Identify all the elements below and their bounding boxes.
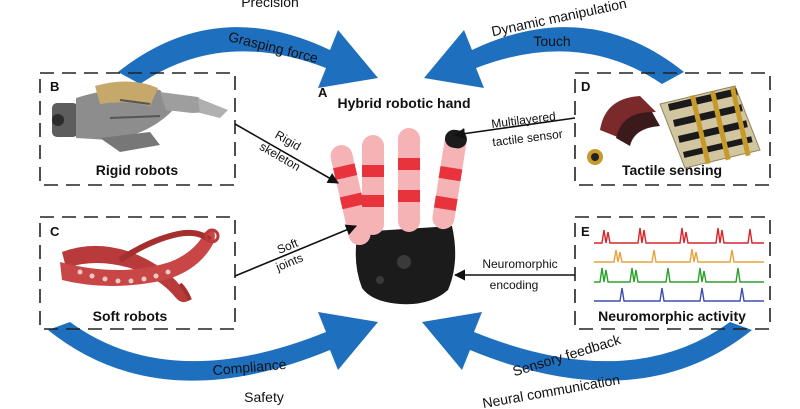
panel-e-letter: E — [581, 224, 590, 239]
label-neuromorphic: Neuromorphic — [482, 257, 557, 271]
label-tactile-sensor: tactile sensor — [492, 127, 564, 150]
panel-a-title: Hybrid robotic hand — [338, 95, 471, 111]
rigid-robot-hand-image — [52, 81, 228, 152]
panel-d-box — [574, 72, 771, 186]
label-joints: joints — [273, 251, 305, 275]
label-neural-communication: Neural communication — [481, 371, 621, 409]
arrow-top-right — [424, 27, 684, 88]
hybrid-robotic-hand-image — [330, 128, 467, 305]
label-encoding: encoding — [490, 278, 539, 292]
connector-tactile-line — [453, 117, 576, 140]
panel-c-letter: C — [50, 224, 60, 239]
label-compliance: Compliance — [212, 356, 287, 378]
panel-e-title: Neuromorphic activity — [598, 308, 746, 324]
panel-b-box — [39, 72, 236, 186]
tactile-sensor-image — [587, 85, 761, 169]
label-precision: Precision — [241, 0, 299, 10]
label-touch: Touch — [533, 33, 570, 49]
panel-b-title: Rigid robots — [96, 162, 179, 178]
label-safety: Safety — [244, 389, 284, 405]
arrow-bottom-right — [422, 312, 752, 381]
panel-a-letter: A — [318, 85, 328, 100]
soft-robot-tentacle-image — [60, 228, 220, 303]
arrow-top-left — [118, 27, 378, 88]
panel-d-letter: D — [581, 79, 590, 94]
panel-e-box — [574, 216, 771, 330]
neuromorphic-spike-traces — [594, 227, 764, 302]
connector-rigid-line — [234, 123, 339, 184]
panel-b-letter: B — [50, 79, 59, 94]
arrow-bottom-left — [48, 312, 378, 381]
connector-soft-line — [234, 224, 358, 277]
panel-c-box — [39, 216, 236, 330]
panel-c-title: Soft robots — [93, 308, 168, 324]
panel-d-title: Tactile sensing — [622, 162, 722, 178]
